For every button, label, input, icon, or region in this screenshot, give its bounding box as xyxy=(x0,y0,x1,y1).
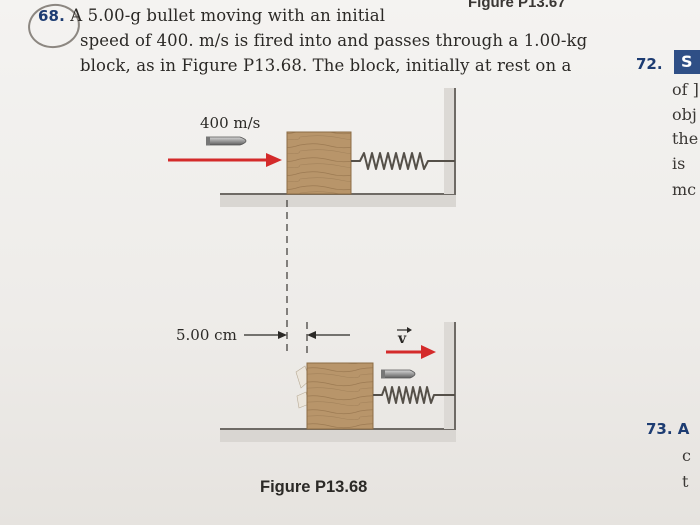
bottom-velocity-arrow-head xyxy=(421,345,436,359)
side-fragment-2: obj xyxy=(672,105,697,124)
top-spring xyxy=(351,152,455,170)
velocity-symbol: v xyxy=(398,331,407,347)
top-wall-shade xyxy=(444,88,456,194)
problem-text-line-2: speed of 400. m/s is fired into and pass… xyxy=(80,31,588,50)
problem-73-number: 73. A xyxy=(646,420,690,438)
side-fragment-6: c xyxy=(682,446,691,465)
top-scene xyxy=(168,88,456,207)
distance-arrow-left-head xyxy=(278,331,287,339)
side-fragment-5: mc xyxy=(672,180,697,199)
side-fragment-3: the xyxy=(672,129,699,148)
top-velocity-arrow-head xyxy=(266,153,282,167)
bottom-surface-shadow xyxy=(220,429,456,442)
exit-bullet-icon xyxy=(381,369,416,379)
figure-p13-68-caption: Figure P13.68 xyxy=(260,478,368,496)
top-block xyxy=(286,131,352,195)
problem-text-line-1: A 5.00-g bullet moving with an initial xyxy=(70,6,386,25)
figure-p13-67-caption: Figure P13.67 xyxy=(468,0,566,11)
side-fragment-7: t xyxy=(682,472,689,491)
problem-72-badge: S xyxy=(674,50,700,74)
distance-label: 5.00 cm xyxy=(176,326,237,344)
distance-arrow-right-head xyxy=(307,331,316,339)
bottom-block xyxy=(306,362,374,430)
bottom-spring xyxy=(373,386,455,404)
vector-arrow-over-v-head xyxy=(407,327,412,333)
bottom-scene xyxy=(220,322,456,442)
bullet-icon xyxy=(206,136,247,146)
problem-line-1: 68. A 5.00-g bullet moving with an initi… xyxy=(38,6,385,25)
problem-number: 68. xyxy=(38,7,65,25)
side-fragment-1: of ] xyxy=(672,80,699,99)
top-surface-shadow xyxy=(220,194,456,207)
problem-72-number: 72. xyxy=(636,55,663,73)
problem-text-line-3: block, as in Figure P13.68. The block, i… xyxy=(80,56,572,75)
speed-label: 400 m/s xyxy=(200,114,261,132)
bottom-wall-shade xyxy=(444,322,456,429)
side-fragment-4: is xyxy=(672,154,686,173)
